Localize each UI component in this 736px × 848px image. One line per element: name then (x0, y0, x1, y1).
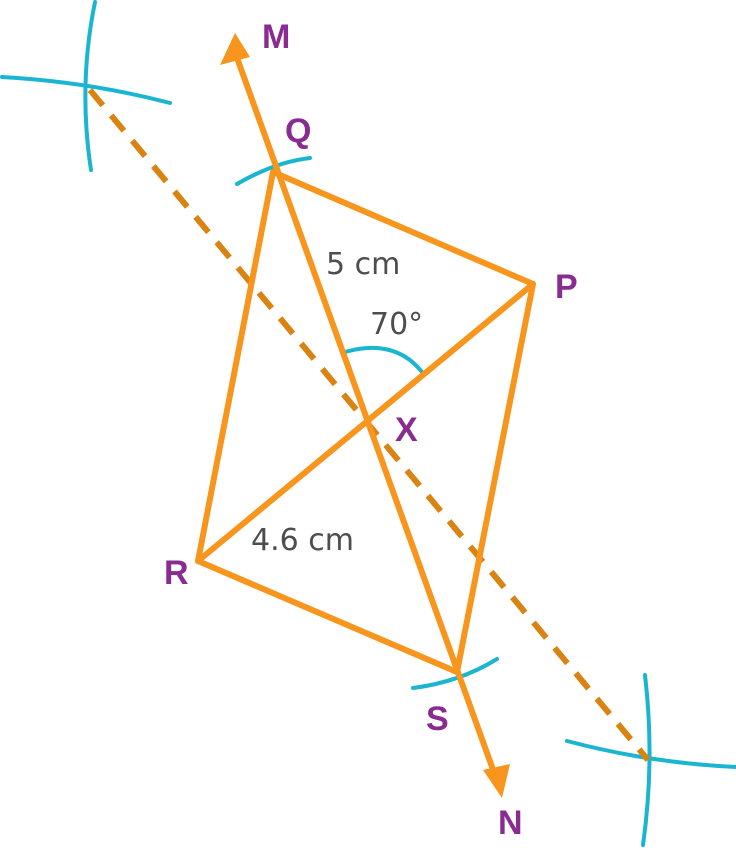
side-rq (195, 169, 276, 564)
side-sr (195, 558, 460, 675)
ray-mn (233, 52, 499, 781)
label-m: M (262, 18, 290, 56)
quadrilateral-pqrs (195, 52, 536, 781)
side-qp (270, 169, 536, 287)
arrow-head-n (483, 764, 510, 798)
label-qx-length: 5 cm (326, 247, 400, 282)
label-p: P (555, 268, 578, 306)
label-x: X (395, 411, 418, 449)
arc-bottom-right-horizontal (565, 739, 736, 769)
label-rx-length: 4.6 cm (251, 523, 354, 558)
label-s: S (426, 700, 449, 738)
label-n: N (498, 804, 523, 842)
label-r: R (164, 554, 189, 592)
label-q: Q (285, 112, 311, 150)
arc-top-left-horizontal (0, 75, 172, 105)
angle-arc (343, 345, 424, 374)
side-ps (454, 281, 536, 675)
arrow-head-m (220, 33, 250, 65)
label-angle: 70° (370, 307, 423, 342)
